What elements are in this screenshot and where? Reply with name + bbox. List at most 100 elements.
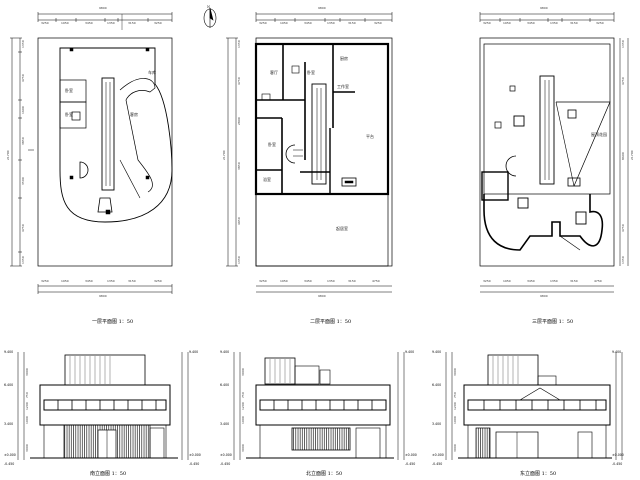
plan-3-top-dim: 1350 bbox=[550, 21, 558, 25]
level-mark: 3.400 bbox=[432, 422, 442, 426]
plan-1-overall-dim: 9800 bbox=[99, 6, 107, 10]
room-label: 工作室 bbox=[337, 84, 349, 89]
level-mark: ±0.000 bbox=[612, 453, 624, 457]
elev-east-dim: 1000 bbox=[453, 416, 457, 424]
level-mark: -0.450 bbox=[405, 462, 416, 466]
plan-3-overall-dim-bottom: 9800 bbox=[540, 294, 548, 298]
level-mark: -0.450 bbox=[612, 462, 623, 466]
plan-3-bottom-dim: 4750 bbox=[594, 279, 602, 283]
plan-2-left-dim: 1350 bbox=[237, 256, 241, 264]
plan-1-top-dim: 3450 bbox=[85, 21, 93, 25]
plan-3-right-dim: 8600 bbox=[621, 152, 625, 160]
elev-north-dim: 1000 bbox=[241, 416, 245, 424]
plan-1-left-dim: 3500 bbox=[21, 177, 25, 185]
level-mark: 9.400 bbox=[432, 350, 442, 354]
plan-1-title: 一层平面图 1：50 bbox=[92, 319, 134, 325]
room-label: 卧室 bbox=[307, 70, 315, 75]
elev-north bbox=[233, 352, 405, 460]
plan-2-left-dim: 4750 bbox=[237, 77, 241, 85]
plan-1-left-total: 21700 bbox=[6, 150, 10, 160]
room-label: 卧室 bbox=[65, 88, 73, 93]
plan-3-right-dim: 1350 bbox=[621, 256, 625, 264]
level-mark: 9.400 bbox=[4, 350, 14, 354]
level-mark: 9.400 bbox=[220, 350, 230, 354]
elev-north-title: 北立面图 1：50 bbox=[306, 471, 343, 477]
plan-3-top-dim: 3450 bbox=[527, 21, 535, 25]
level-mark: 9.400 bbox=[612, 350, 622, 354]
plan-3 bbox=[479, 12, 629, 293]
elev-east-title: 东立面图 1：50 bbox=[520, 471, 557, 477]
elev-south-dim: 3000 bbox=[25, 368, 29, 376]
plan-1-left-dim: 3850 bbox=[21, 137, 25, 145]
room-label: 厨房 bbox=[340, 56, 348, 61]
level-mark: -0.450 bbox=[4, 462, 15, 466]
elev-south-dim: 3000 bbox=[25, 444, 29, 452]
level-mark: 6.400 bbox=[220, 383, 230, 387]
level-mark: ±0.000 bbox=[405, 453, 417, 457]
plan-3-bottom-dim: 1350 bbox=[550, 279, 558, 283]
plan-1-bottom-dim: 1350 bbox=[107, 279, 115, 283]
plan-3-top-dim: 3250 bbox=[483, 21, 491, 25]
plan-3-right-dim: 4750 bbox=[621, 224, 625, 232]
plan-2-left-dim: 3850 bbox=[237, 162, 241, 170]
elev-south bbox=[17, 352, 189, 460]
plan-1-left-dim: 1350 bbox=[21, 256, 25, 264]
north-arrow-label: N bbox=[207, 5, 211, 9]
plan-2-bottom-dim: 3450 bbox=[304, 279, 312, 283]
level-mark: 9.400 bbox=[189, 350, 199, 354]
plan-3-top-dim: 3250 bbox=[596, 21, 604, 25]
plan-1-left-dim: 4750 bbox=[21, 224, 25, 232]
level-mark: ±0.000 bbox=[189, 453, 201, 457]
plan-2 bbox=[226, 12, 393, 293]
plan-2-bottom-dim: 1350 bbox=[327, 279, 335, 283]
plan-3-overall-dim: 9800 bbox=[540, 6, 548, 10]
north-arrow bbox=[203, 7, 217, 28]
level-mark: ±0.000 bbox=[220, 453, 232, 457]
plan-2-bottom-dim: 1950 bbox=[280, 279, 288, 283]
plan-2-left-dim: 4950 bbox=[237, 217, 241, 225]
room-label: 屋顶花园 bbox=[591, 132, 607, 137]
plan-1-left-dim: 1350 bbox=[21, 40, 25, 48]
plan-2-title: 二层平面图 1：50 bbox=[310, 319, 352, 325]
plan-1-top-dim: 3150 bbox=[128, 21, 136, 25]
plan-2-top-dim: 3250 bbox=[259, 21, 267, 25]
plan-3-bottom-dim: 3150 bbox=[570, 279, 578, 283]
elev-south-dim: 750 bbox=[25, 392, 29, 398]
level-mark: ±0.000 bbox=[4, 453, 16, 457]
elev-north-dim: 750 bbox=[241, 392, 245, 398]
plan-1-bottom-dim: 1950 bbox=[61, 279, 69, 283]
plan-2-left-dim: 1350 bbox=[237, 40, 241, 48]
plan-3-bottom-dim: 3450 bbox=[527, 279, 535, 283]
plan-2-top-dim: 3450 bbox=[304, 21, 312, 25]
level-mark: 6.400 bbox=[4, 383, 14, 387]
room-label: 车库 bbox=[148, 70, 156, 75]
plan-2-top-dim: 1350 bbox=[327, 21, 335, 25]
plan-3-right-dim: 1350 bbox=[621, 40, 625, 48]
plan-1-top-dim: 3250 bbox=[154, 21, 162, 25]
room-label: 客厅 bbox=[270, 70, 278, 75]
room-label: 平台 bbox=[366, 134, 374, 139]
plan-1-left-dim: 1600 bbox=[21, 106, 25, 114]
elev-east-dim: 3000 bbox=[453, 368, 457, 376]
plan-3-right-dim: 4750 bbox=[621, 77, 625, 85]
elev-east-dim: 3000 bbox=[453, 444, 457, 452]
plan-1-bottom-dim: 3250 bbox=[41, 279, 49, 283]
level-mark: -0.450 bbox=[189, 462, 200, 466]
plan-2-bottom-dim: 3250 bbox=[259, 279, 267, 283]
level-mark: -0.450 bbox=[220, 462, 231, 466]
plan-1-overall-dim-bottom: 9800 bbox=[99, 294, 107, 298]
elev-east-dim: 1200 bbox=[453, 402, 457, 410]
plan-3-bottom-dim: 1950 bbox=[503, 279, 511, 283]
plan-1-bottom-dim: 3250 bbox=[154, 279, 162, 283]
plan-1-top-dim: 1950 bbox=[61, 21, 69, 25]
plan-1 bbox=[10, 12, 173, 294]
plan-2-top-dim: 3250 bbox=[374, 21, 382, 25]
room-label: 客房 bbox=[130, 112, 138, 117]
plan-3-bottom-dim: 3250 bbox=[483, 279, 491, 283]
plan-3-top-dim: 3150 bbox=[570, 21, 578, 25]
elev-north-dim: 3000 bbox=[241, 444, 245, 452]
room-label: 浴室 bbox=[263, 177, 271, 182]
room-label: 卧室 bbox=[268, 142, 276, 147]
elev-north-dim: 3000 bbox=[241, 368, 245, 376]
